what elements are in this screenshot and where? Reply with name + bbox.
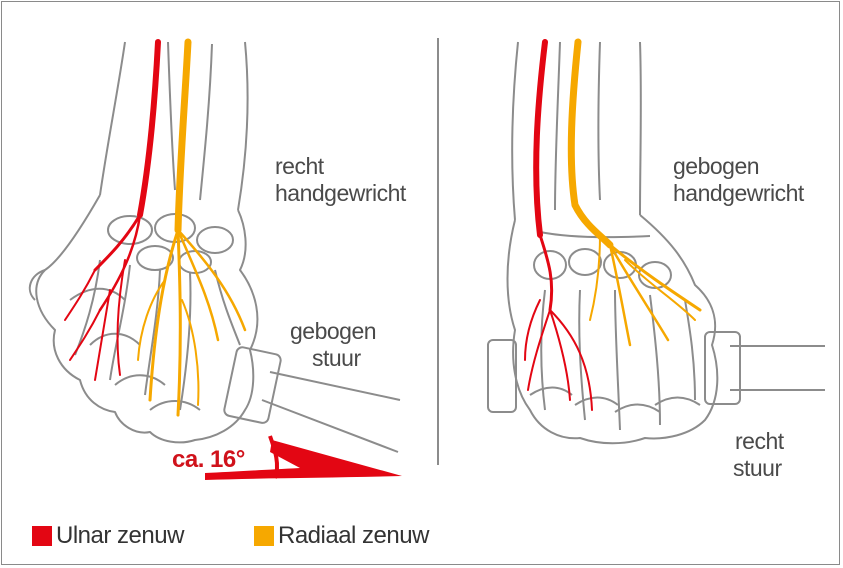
left-ulnar-nerve <box>65 42 158 380</box>
legend-item-ulnar: Ulnar zenuw <box>32 522 184 550</box>
right-wrist-label-line2: handgewricht <box>673 180 804 206</box>
right-bar-label-line2: stuur <box>733 455 782 481</box>
angle-label: ca. 16° <box>172 446 245 474</box>
legend-label-radial: Radiaal zenuw <box>278 522 429 550</box>
radial-swatch <box>254 526 274 546</box>
left-hand-outline <box>30 42 258 442</box>
left-wrist-label-line2: handgewricht <box>275 180 406 206</box>
left-wrist-label-line1: recht <box>275 153 324 179</box>
left-bar-label-line1: gebogen <box>290 318 376 344</box>
right-wrist-label-line1: gebogen <box>673 153 759 179</box>
legend-item-radial: Radiaal zenuw <box>254 522 429 550</box>
ulnar-swatch <box>32 526 52 546</box>
left-bar-label-line2: stuur <box>312 345 361 371</box>
right-bar-label-line1: recht <box>735 428 784 454</box>
legend-label-ulnar: Ulnar zenuw <box>56 522 184 550</box>
